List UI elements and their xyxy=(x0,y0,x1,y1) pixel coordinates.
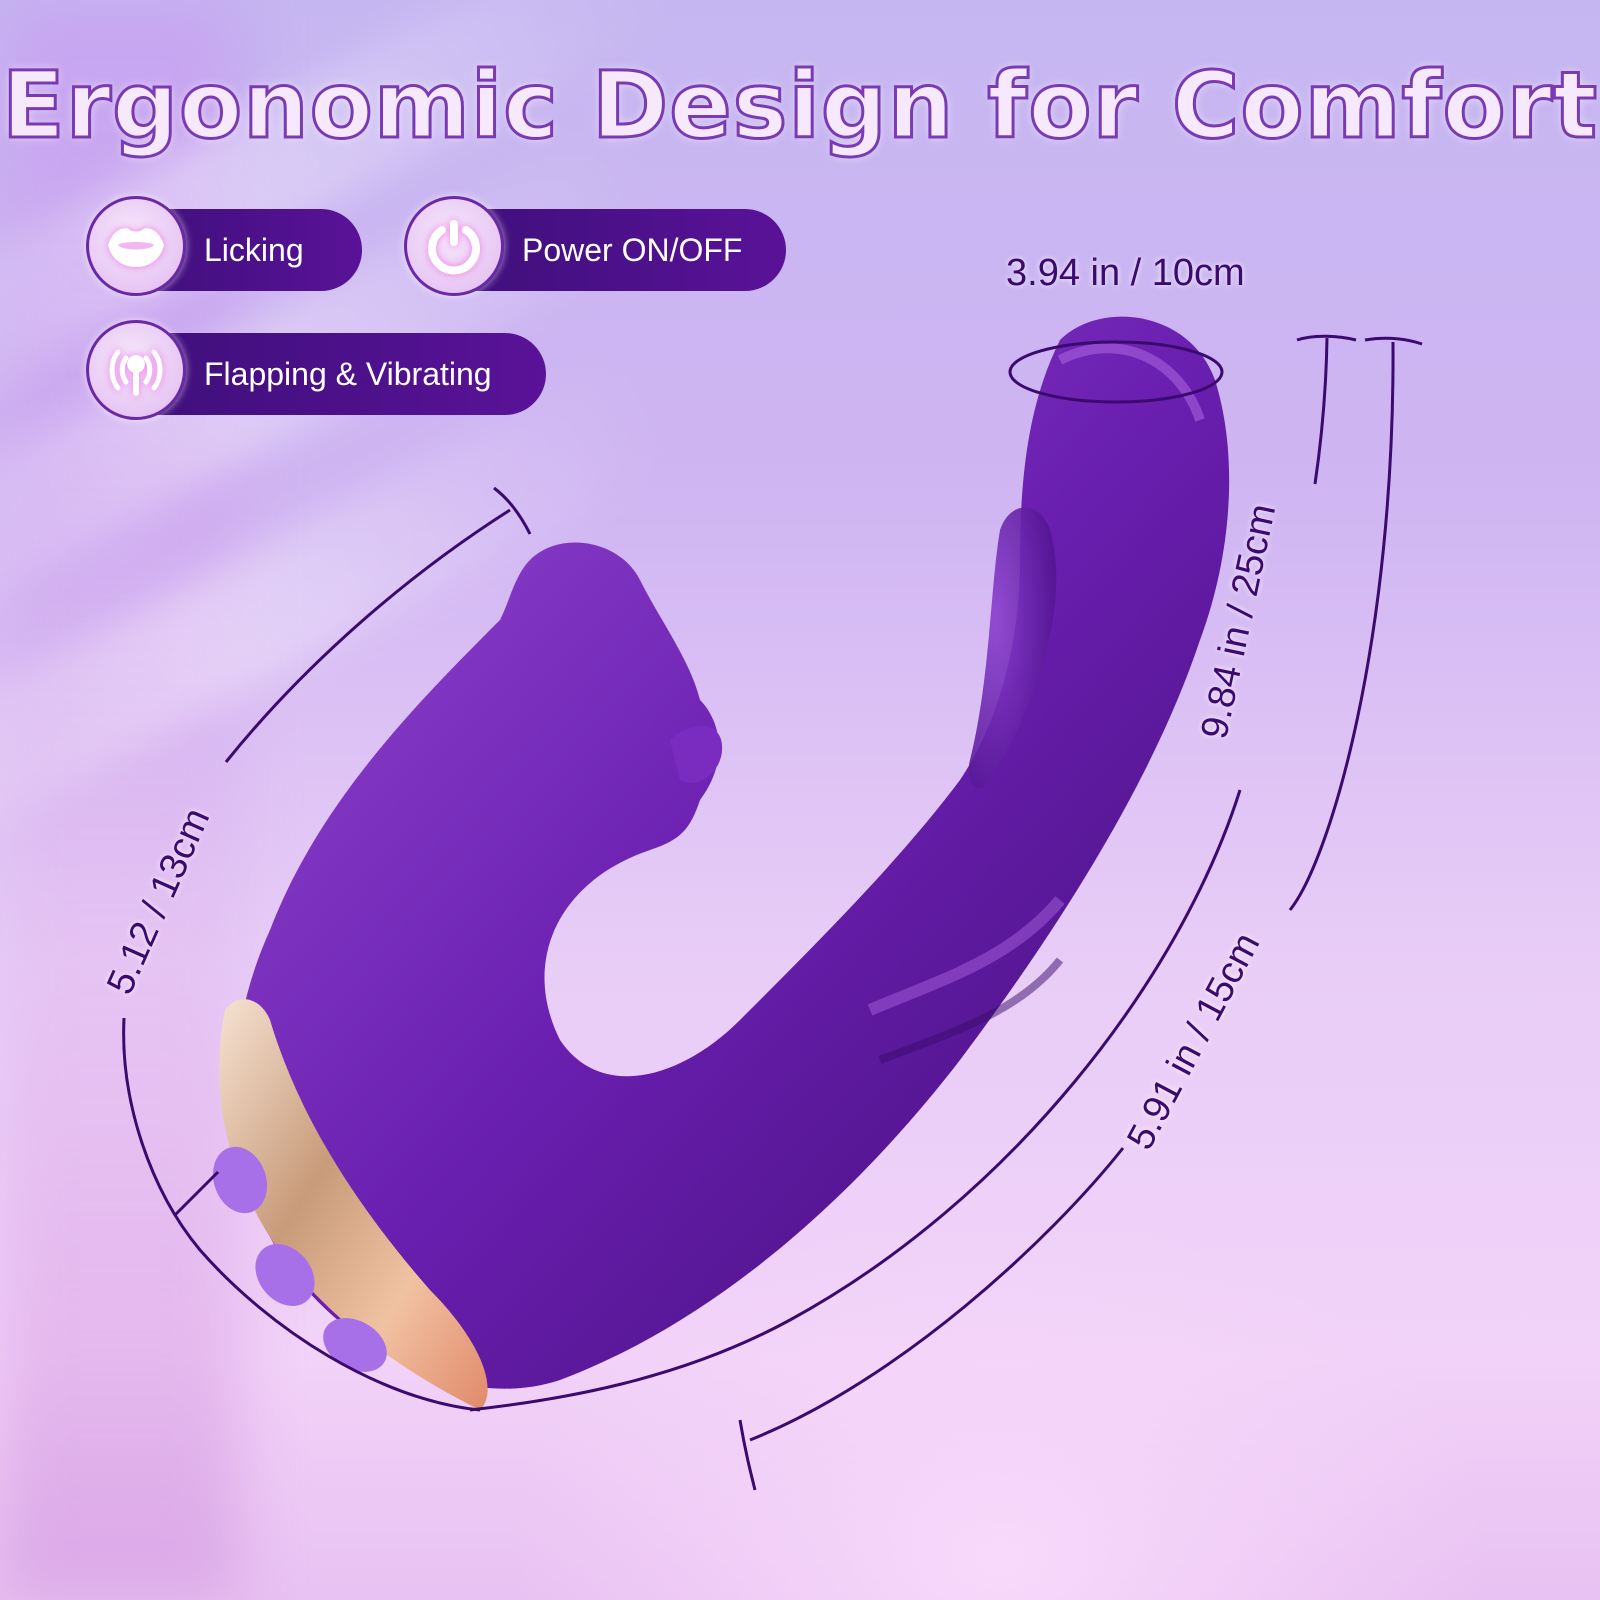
control-button xyxy=(255,1244,315,1306)
dimension-line-insertable xyxy=(469,789,1242,1412)
lips-icon xyxy=(86,195,186,296)
dimension-line-total xyxy=(1288,341,1395,911)
page-title: Ergonomic Design for Comfort xyxy=(0,51,1599,161)
gold-control-panel xyxy=(219,999,488,1410)
control-button xyxy=(323,1318,387,1372)
dimension-label-circumference: 3.94 in / 10cm xyxy=(1006,252,1245,294)
product-body xyxy=(234,316,1230,1389)
dimension-line-length-top xyxy=(1313,337,1329,485)
control-button xyxy=(212,1146,268,1214)
feature-pill-flapping-vibrating: Flapping & Vibrating xyxy=(86,319,546,420)
feature-pill-power: Power ON/OFF xyxy=(404,195,786,296)
dimension-line-external xyxy=(224,508,511,763)
power-icon xyxy=(404,195,504,296)
vibration-icon xyxy=(86,319,186,420)
feature-pill-licking: Licking xyxy=(86,195,362,296)
pill-background xyxy=(126,333,546,415)
circumference-ring xyxy=(1008,340,1224,404)
